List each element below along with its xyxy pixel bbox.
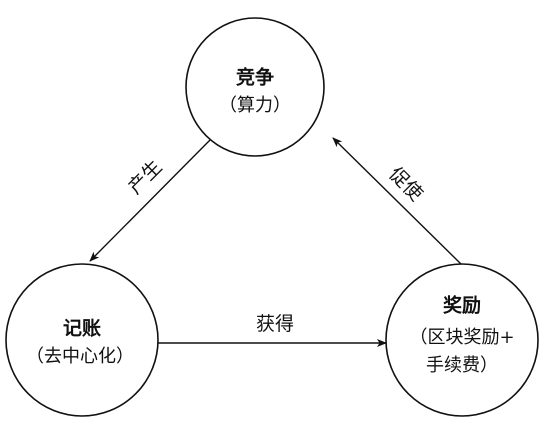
node-compete-title: 竞争 xyxy=(236,66,274,89)
node-reward-title: 奖励 xyxy=(443,294,481,317)
node-bookkeeping-circle xyxy=(5,263,159,417)
node-compete-circle xyxy=(185,17,325,157)
node-reward-subtitle-line2: 手续费） xyxy=(426,355,498,376)
node-compete-subtitle: （算力） xyxy=(219,95,291,116)
edge-label-produce: 产生 xyxy=(124,156,166,198)
edge-label-obtain: 获得 xyxy=(256,313,294,335)
edge-compete-to-bookkeeping xyxy=(89,137,213,262)
node-reward-circle xyxy=(385,263,539,417)
node-compete: 竞争 （算力） xyxy=(185,17,325,157)
node-reward: 奖励 （区块奖励+ 手续费） xyxy=(385,263,539,417)
node-reward-subtitle-line1: （区块奖励+ xyxy=(409,327,514,348)
edge-reward-to-compete xyxy=(332,137,462,265)
node-bookkeeping-subtitle: （去中心化） xyxy=(26,346,134,367)
node-bookkeeping: 记账 （去中心化） xyxy=(5,263,159,417)
node-bookkeeping-title: 记账 xyxy=(63,318,101,340)
edge-label-promote: 促使 xyxy=(384,163,426,205)
